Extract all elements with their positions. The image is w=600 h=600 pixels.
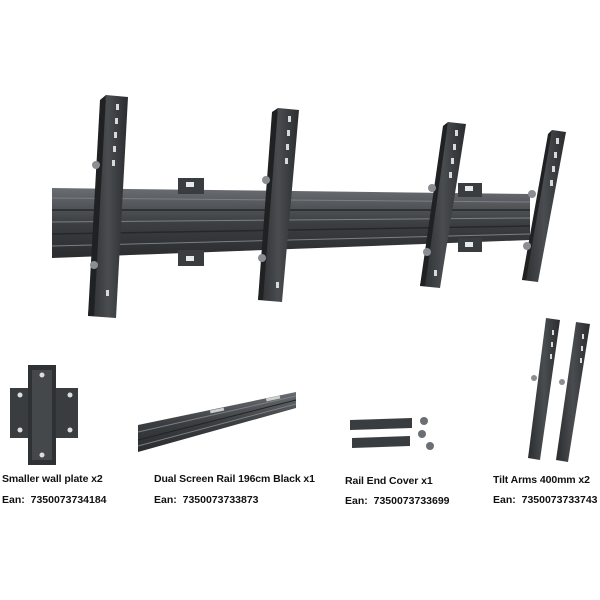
dual-screen-rail-component	[137, 392, 297, 452]
wall-plate-component	[10, 365, 78, 465]
tilt-arm-4	[522, 130, 566, 282]
tilt-arm-3	[420, 122, 466, 288]
tilt-arms-component	[528, 318, 590, 462]
ean-label: Ean:	[345, 495, 368, 507]
ean-label: Ean:	[2, 494, 25, 506]
component-ean-end-cover: Ean: 7350073733699	[345, 495, 450, 507]
rail-end-cover-component	[350, 417, 434, 450]
component-name-end-cover: Rail End Cover x1	[345, 475, 433, 487]
tilt-arm-2	[258, 108, 299, 302]
ean-value: 7350073733873	[182, 494, 259, 506]
component-name-tilt-arms: Tilt Arms 400mm x2	[493, 474, 590, 486]
ean-label: Ean:	[493, 494, 516, 506]
tilt-arm-1	[88, 95, 128, 318]
component-ean-tilt-arms: Ean: 7350073733743	[493, 494, 598, 506]
rail-wall-plate-right	[458, 183, 482, 252]
rail-wall-plate-left	[178, 178, 204, 266]
component-name-wall-plate: Smaller wall plate x2	[2, 473, 103, 485]
component-ean-wall-plate: Ean: 7350073734184	[2, 494, 107, 506]
ean-value: 7350073734184	[30, 494, 107, 506]
ean-label: Ean:	[154, 494, 177, 506]
ean-value: 7350073733743	[521, 494, 598, 506]
component-name-rail: Dual Screen Rail 196cm Black x1	[154, 473, 315, 485]
ean-value: 7350073733699	[373, 495, 450, 507]
component-ean-rail: Ean: 7350073733873	[154, 494, 259, 506]
